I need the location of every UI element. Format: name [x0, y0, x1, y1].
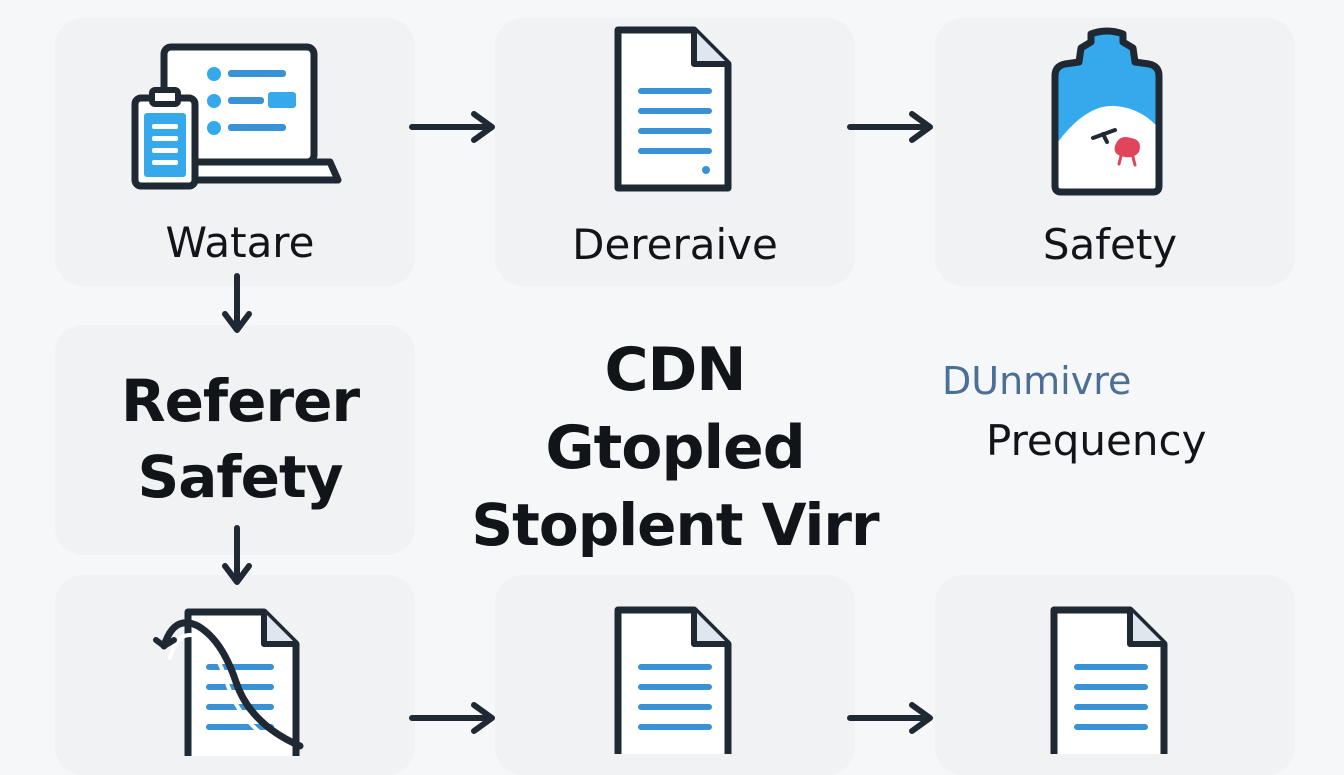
document-icon — [614, 26, 732, 192]
node-card-middle-left — [55, 325, 415, 555]
center-title-line3: Stoplent Virr — [471, 491, 879, 559]
document-swirl-icon — [153, 608, 304, 756]
arrow-right-icon — [847, 702, 933, 734]
bottle-icon — [1051, 27, 1163, 196]
center-title-line2: Gtopled — [545, 413, 805, 483]
laptop-checklist-icon — [131, 43, 342, 190]
middle-left-title-line1: Referer — [120, 367, 360, 435]
center-title-line1: CDN — [604, 335, 746, 405]
right-text-line2: Prequency — [986, 416, 1207, 465]
node-label-top-left: Watare — [165, 218, 315, 267]
right-text-line1: DUnmivre — [942, 359, 1132, 403]
document-icon — [614, 606, 732, 754]
middle-left-title-line2: Safety — [137, 443, 343, 511]
arrow-down-icon — [222, 525, 252, 585]
arrow-right-icon — [409, 702, 495, 734]
node-label-top-right: Safety — [1042, 220, 1178, 269]
node-label-top-middle: Dereraive — [572, 220, 778, 269]
arrow-right-icon — [847, 111, 933, 143]
arrow-down-icon — [222, 273, 252, 333]
arrow-right-icon — [409, 111, 495, 143]
document-icon — [1050, 606, 1168, 754]
